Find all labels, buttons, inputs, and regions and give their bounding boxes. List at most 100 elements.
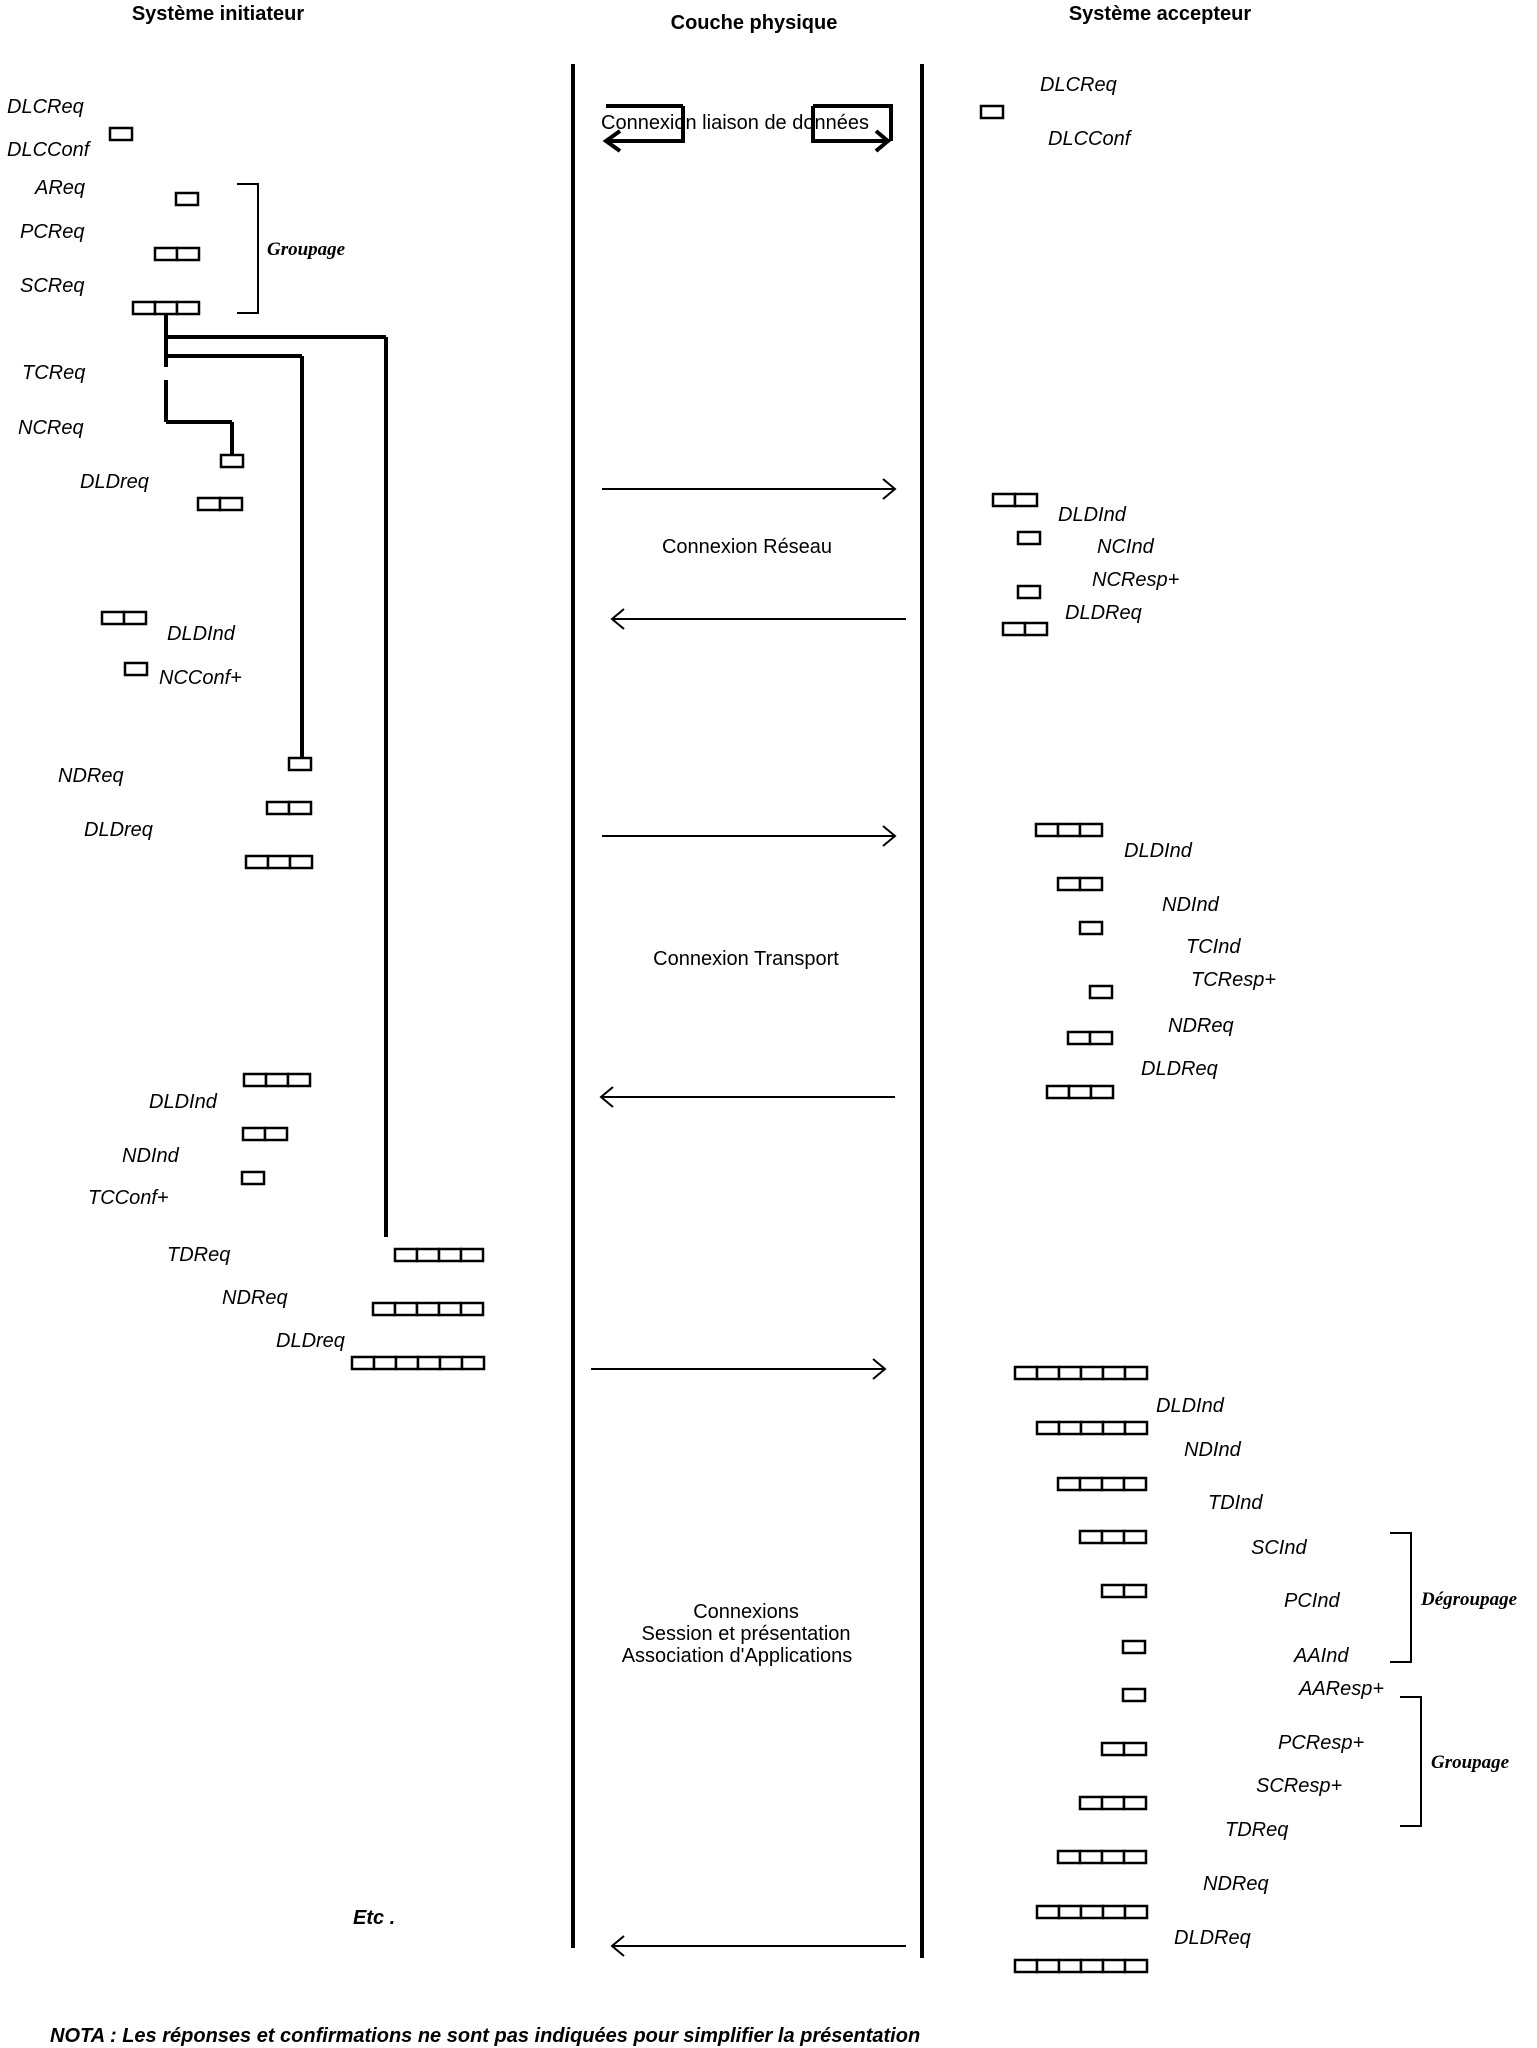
init-label-ncreq: NCReq bbox=[18, 417, 84, 439]
pdu-cell bbox=[219, 453, 245, 469]
pdu-cell bbox=[1057, 1365, 1083, 1381]
pdu-cell bbox=[1101, 1420, 1127, 1436]
pdu-cell bbox=[371, 1301, 397, 1317]
pdu-cell bbox=[1066, 1030, 1092, 1046]
pdu-box bbox=[1100, 1741, 1148, 1757]
pdu-cell bbox=[1078, 1849, 1104, 1865]
pdu-box bbox=[1045, 1084, 1115, 1100]
pdu-cell bbox=[1100, 1795, 1126, 1811]
arrow-network-left bbox=[610, 608, 906, 630]
acc-label-tdind: TDInd bbox=[1208, 1492, 1263, 1514]
nota-text: NOTA : Les réponses et confirmations ne … bbox=[50, 2025, 920, 2047]
pdu-cell bbox=[1122, 1795, 1148, 1811]
pdu-cell bbox=[1123, 1958, 1149, 1974]
pdu-cell bbox=[108, 126, 134, 142]
init-label-ndind: NDInd bbox=[122, 1145, 180, 1167]
acc-label-aaind: AAInd bbox=[1293, 1645, 1349, 1667]
pdu-box bbox=[174, 191, 200, 207]
pdu-cell bbox=[1122, 1476, 1148, 1492]
pdu-box bbox=[1078, 920, 1104, 936]
acc-label-scresp: SCResp+ bbox=[1256, 1775, 1342, 1797]
phase-transport: Connexion Transport bbox=[653, 948, 839, 970]
pdu-cell bbox=[1100, 1849, 1126, 1865]
pdu-cell bbox=[1078, 822, 1104, 838]
pdu-cell bbox=[1079, 1904, 1105, 1920]
pdu-cell bbox=[415, 1301, 441, 1317]
init-label-dldreq-3: DLDreq bbox=[276, 1330, 345, 1352]
init-label-tcconf: TCConf+ bbox=[88, 1187, 169, 1209]
pdu-cell bbox=[415, 1247, 441, 1263]
phase-session-line-2: Session et présentation bbox=[641, 1623, 850, 1645]
acc-label-pcind: PCInd bbox=[1284, 1590, 1340, 1612]
pdu-cell bbox=[266, 854, 292, 870]
pdu-cell bbox=[122, 610, 148, 626]
pdu-box bbox=[287, 756, 313, 772]
init-label-pcreq: PCReq bbox=[20, 221, 84, 243]
acc-label-ndreq-2: NDReq bbox=[1203, 1873, 1269, 1895]
pdu-cell bbox=[196, 496, 222, 512]
pdu-cell bbox=[1079, 1420, 1105, 1436]
acc-label-ncind: NCInd bbox=[1097, 536, 1155, 558]
pdu-box bbox=[1078, 1529, 1148, 1545]
pdu-cell bbox=[1100, 1476, 1126, 1492]
acc-label-ndind-2: NDInd bbox=[1184, 1439, 1242, 1461]
arrow-network-right bbox=[602, 478, 897, 500]
init-label-dlcreq: DLCReq bbox=[7, 96, 84, 118]
pdu-box bbox=[1016, 584, 1042, 600]
init-label-ndreq: NDReq bbox=[58, 765, 124, 787]
pdu-box bbox=[1034, 822, 1104, 838]
acc-label-dldind-3: DLDInd bbox=[1156, 1395, 1225, 1417]
acc-label-ndind-1: NDInd bbox=[1162, 894, 1220, 916]
pdu-cell bbox=[264, 1072, 290, 1088]
pdu-box bbox=[1016, 530, 1042, 546]
pdu-box bbox=[219, 453, 245, 469]
pdu-cell bbox=[288, 854, 314, 870]
pdu-cell bbox=[394, 1355, 420, 1371]
data-link-double-arrow bbox=[602, 104, 893, 153]
pdu-cell bbox=[1088, 1030, 1114, 1046]
pdu-box bbox=[108, 126, 134, 142]
ungrouping-brace-acceptor bbox=[1390, 1532, 1412, 1663]
pdu-cell bbox=[240, 1170, 266, 1186]
acc-label-dldind-1: DLDInd bbox=[1058, 504, 1127, 526]
pdu-cell bbox=[131, 300, 157, 316]
grouping-brace-acceptor bbox=[1400, 1696, 1422, 1827]
pdu-cell bbox=[244, 854, 270, 870]
init-label-tcreq: TCReq bbox=[22, 362, 85, 384]
pdu-cell bbox=[263, 1126, 289, 1142]
arrow-transport-right bbox=[602, 825, 897, 847]
header-physical: Couche physique bbox=[671, 12, 838, 34]
pdu-box bbox=[1100, 1583, 1148, 1599]
init-label-ndreq-2: NDReq bbox=[222, 1287, 288, 1309]
pdu-cell bbox=[287, 756, 313, 772]
pdu-box bbox=[1013, 1958, 1149, 1974]
pdu-cell bbox=[1122, 1583, 1148, 1599]
pdu-cell bbox=[1101, 1365, 1127, 1381]
acc-ungrouping-label: Dégroupage bbox=[1420, 1589, 1518, 1610]
init-label-ncconf: NCConf+ bbox=[159, 667, 242, 689]
pdu-box bbox=[131, 300, 201, 316]
pdu-cell bbox=[1016, 584, 1042, 600]
pdu-cell bbox=[218, 496, 244, 512]
init-label-screq: SCReq bbox=[20, 275, 84, 297]
pdu-cell bbox=[1122, 1741, 1148, 1757]
phase-network: Connexion Réseau bbox=[662, 536, 832, 558]
init-label-dldind-2: DLDInd bbox=[149, 1091, 218, 1113]
arrow-session-right bbox=[591, 1358, 887, 1380]
pdu-cell bbox=[265, 800, 291, 816]
pdu-cell bbox=[1057, 1958, 1083, 1974]
pdu-cell bbox=[1123, 1365, 1149, 1381]
pdu-cell bbox=[174, 191, 200, 207]
pdu-cell bbox=[460, 1355, 486, 1371]
acc-label-pcresp: PCResp+ bbox=[1278, 1732, 1364, 1754]
pdu-cell bbox=[1035, 1904, 1061, 1920]
init-label-areq: AReq bbox=[34, 177, 85, 199]
pdu-cell bbox=[123, 661, 149, 677]
pdu-cell bbox=[459, 1301, 485, 1317]
pdu-cell bbox=[286, 1072, 312, 1088]
pdu-box bbox=[979, 104, 1005, 120]
grouping-brace-initiator bbox=[237, 183, 259, 314]
init-grouping-label: Groupage bbox=[267, 239, 346, 260]
pdu-box bbox=[240, 1170, 266, 1186]
pdu-cell bbox=[1122, 1529, 1148, 1545]
